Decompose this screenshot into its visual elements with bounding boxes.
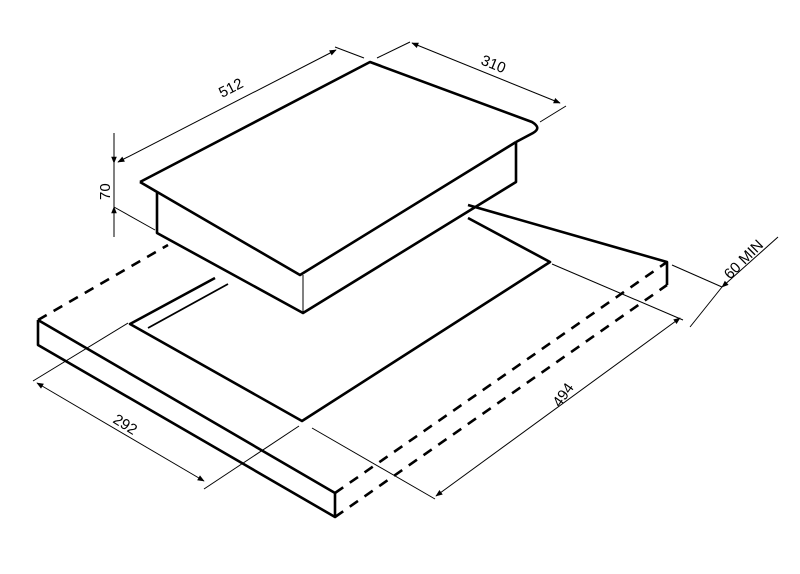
dimension-label-292: 292 — [110, 411, 140, 439]
cutout — [128, 216, 552, 423]
dimension-hob-height: 70 — [97, 133, 156, 237]
hob — [139, 60, 539, 315]
dimension-label-60-min: 60 MIN — [721, 237, 767, 283]
dimension-cutout-width: 292 — [32, 322, 300, 490]
dimension-label-512: 512 — [216, 75, 246, 102]
dimension-label-310: 310 — [479, 52, 509, 77]
dimension-hob-width: 310 — [376, 41, 567, 123]
dimension-hob-length: 512 — [117, 46, 365, 163]
dimension-label-494: 494 — [549, 380, 577, 410]
countertop — [36, 203, 669, 519]
dimension-label-70: 70 — [97, 183, 114, 200]
dimension-rear-clearance: 60 MIN — [671, 237, 779, 328]
dimension-cutout-length: 494 — [311, 263, 684, 500]
